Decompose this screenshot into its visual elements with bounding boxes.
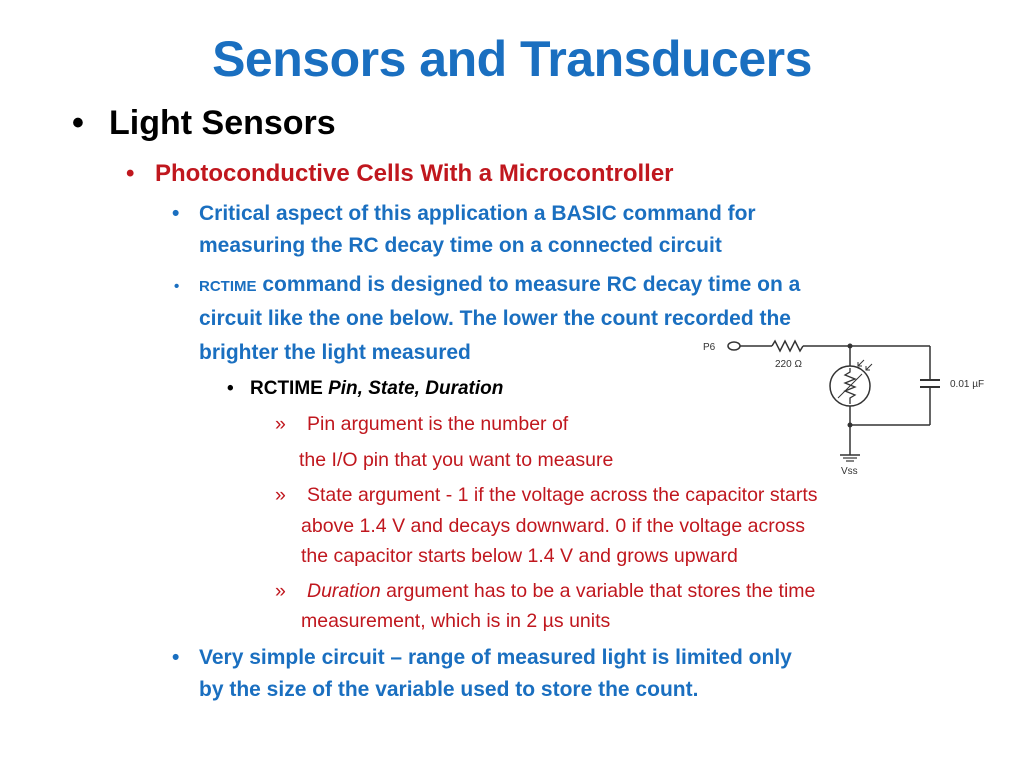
level4-bullet: • bbox=[227, 378, 234, 399]
level3b-line1-rest: command is designed to measure RC decay … bbox=[256, 273, 801, 296]
level3b-bullet: • bbox=[174, 278, 180, 295]
level3a-line2: measuring the RC decay time on a connect… bbox=[199, 234, 722, 257]
level3c-line1: Very simple circuit – range of measured … bbox=[199, 646, 792, 669]
level5c-line1: Duration argument has to be a variable t… bbox=[307, 580, 815, 603]
level2-text: Photoconductive Cells With a Microcontro… bbox=[155, 160, 674, 187]
level5b-line1: State argument - 1 if the voltage across… bbox=[307, 484, 818, 506]
level4-text: RCTIME Pin, State, Duration bbox=[250, 378, 503, 400]
level3c-bullet: • bbox=[172, 646, 180, 669]
rctime-command: RCTIME bbox=[250, 378, 329, 399]
level5a-line1: Pin argument is the number of bbox=[307, 413, 569, 435]
level5c-marker: » bbox=[275, 580, 286, 602]
level3b-line3: brighter the light measured bbox=[199, 341, 471, 364]
level3b-line2: circuit like the one below. The lower th… bbox=[199, 307, 791, 330]
level5a-marker: » bbox=[275, 413, 286, 435]
pin-terminal-icon bbox=[727, 341, 741, 351]
level5b-line2: above 1.4 V and decays downward. 0 if th… bbox=[301, 515, 806, 537]
ground-label: Vss bbox=[841, 466, 858, 477]
light-arrow-2 bbox=[865, 363, 873, 371]
capacitor-label: 0.01 µF bbox=[950, 379, 984, 390]
resistor-label: 220 Ω bbox=[775, 359, 802, 370]
level3a-line1: Critical aspect of this application a BA… bbox=[199, 202, 756, 225]
rc-circuit-diagram: P6 220 Ω 0.01 µF Vss bbox=[703, 339, 984, 477]
level3a-bullet: • bbox=[172, 202, 180, 225]
rctime-keyword: RCTIME bbox=[199, 278, 257, 295]
slide-title: Sensors and Transducers bbox=[212, 31, 812, 87]
level5c-line1-rest: argument has to be a variable that store… bbox=[380, 580, 816, 602]
duration-italic: Duration bbox=[307, 580, 381, 602]
level1-text: Light Sensors bbox=[109, 104, 336, 142]
level5b-marker: » bbox=[275, 484, 286, 506]
light-arrow-1 bbox=[857, 359, 865, 367]
level2-bullet: • bbox=[126, 160, 135, 187]
level3c-line2: by the size of the variable used to stor… bbox=[199, 678, 699, 701]
photoresistor-slash bbox=[837, 373, 863, 399]
rctime-args: Pin, State, Duration bbox=[328, 378, 504, 399]
photoresistor-element bbox=[843, 368, 857, 404]
light-arrow-2-head bbox=[865, 366, 870, 371]
pin-label: P6 bbox=[703, 342, 716, 353]
level3b-line1: RCTIME command is designed to measure RC… bbox=[199, 273, 800, 297]
light-arrow-1-head bbox=[857, 362, 862, 367]
level5b-line3: the capacitor starts below 1.4 V and gro… bbox=[301, 545, 738, 567]
level5a-line2: the I/O pin that you want to measure bbox=[299, 449, 614, 471]
resistor-icon bbox=[771, 339, 804, 353]
level5c-line2: measurement, which is in 2 µs units bbox=[301, 610, 611, 632]
level1-bullet: • bbox=[72, 104, 84, 142]
